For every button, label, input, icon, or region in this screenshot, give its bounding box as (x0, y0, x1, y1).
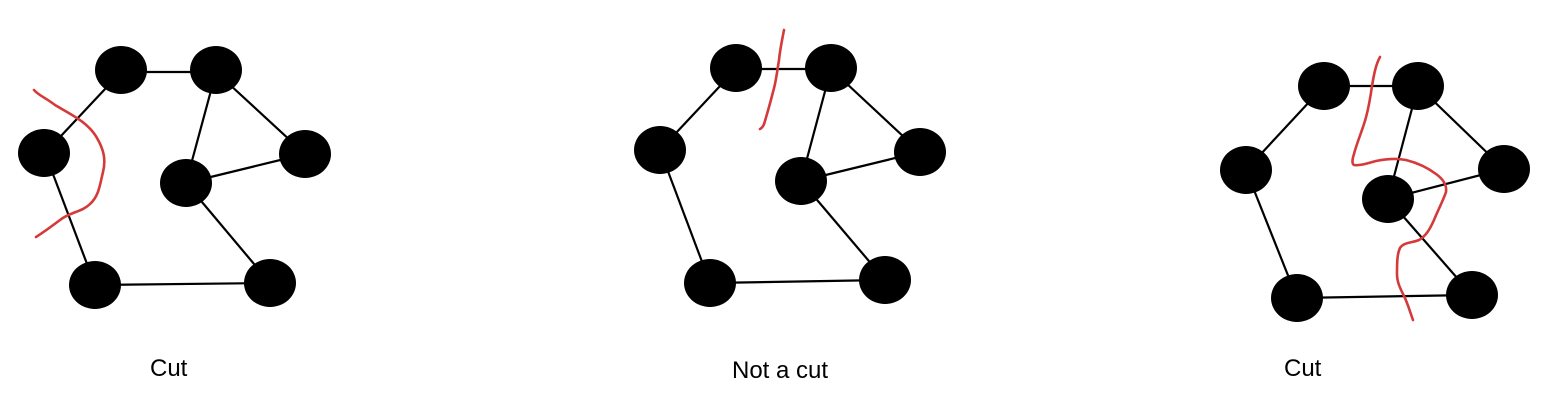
graph-node (18, 129, 70, 177)
graph-node (1271, 274, 1323, 322)
panel-2-nodes (634, 44, 946, 307)
edge (1296, 293, 1473, 300)
graph-node (710, 44, 762, 92)
graph-node (1478, 145, 1530, 193)
panel-3-caption: Cut (1284, 355, 1322, 382)
graph-node (1298, 62, 1350, 110)
graph-node (1392, 62, 1444, 110)
panel-1: Cut (18, 46, 331, 382)
graph-node (1362, 175, 1414, 223)
graph-node (190, 46, 242, 94)
graph-node (805, 44, 857, 92)
graph-node (279, 130, 331, 178)
graph-node (69, 261, 121, 309)
panel-1-nodes (18, 46, 331, 309)
cut-line (1351, 55, 1448, 322)
graph-node (634, 126, 686, 174)
cut-line (758, 28, 786, 131)
graph-node (1446, 271, 1498, 319)
graph-node (160, 159, 212, 207)
graph-node (1220, 146, 1272, 194)
edge (709, 278, 886, 285)
edge (94, 281, 271, 287)
graph-node (244, 259, 296, 307)
graph-node (684, 259, 736, 307)
graph-node (95, 46, 147, 94)
panel-3-nodes (1220, 62, 1530, 322)
panel-3: Cut (1220, 55, 1530, 382)
cut-line (32, 88, 106, 239)
graph-node (775, 157, 827, 205)
graph-node (894, 128, 946, 176)
panel-2-caption: Not a cut (732, 357, 828, 384)
graph-node (859, 256, 911, 304)
panel-1-caption: Cut (150, 355, 188, 382)
panel-2: Not a cut (634, 28, 946, 384)
